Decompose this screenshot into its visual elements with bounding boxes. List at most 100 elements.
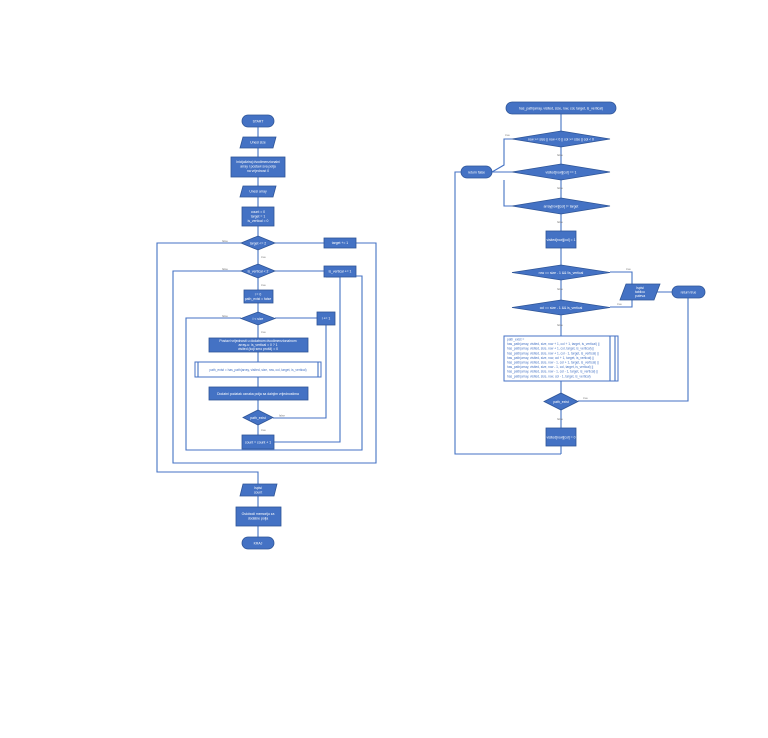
path-decision-label: path_exist	[250, 416, 266, 420]
path-decision	[242, 409, 274, 426]
return-true-terminal	[671, 285, 706, 299]
connector	[454, 171, 561, 455]
output-paths-io	[619, 283, 661, 301]
end-terminal	[241, 536, 275, 550]
output-count-line: Ispisi	[254, 486, 262, 490]
branch-label-false: false	[557, 417, 563, 421]
inc-target-label: target += 1	[332, 241, 349, 245]
set-visited-process	[545, 230, 577, 249]
free-memory-process	[235, 506, 282, 527]
connector	[610, 271, 633, 284]
recursive-calls-box	[503, 335, 619, 382]
branch-label-false: false	[557, 220, 563, 224]
path-exist-decision	[543, 392, 579, 411]
start-terminal	[241, 114, 275, 128]
connector	[172, 242, 377, 464]
connector	[610, 300, 633, 308]
branch-label-false: false	[222, 314, 228, 318]
unset-visited-process	[545, 427, 577, 447]
return-false-terminal	[460, 165, 493, 179]
col-end-label: col == size - 1 && is_vertical	[540, 306, 583, 310]
branch-label-true: true	[261, 330, 266, 334]
set-visited-label: visited[row][col] = 1	[547, 238, 576, 242]
target-mismatch-decision	[511, 197, 611, 215]
init-loop-process	[243, 289, 274, 304]
inc-count-label: count = count + 1	[245, 440, 271, 444]
recursive-call-line: has_path(array, visited, size, row + 1, …	[507, 351, 599, 355]
input-array-io	[239, 185, 277, 198]
branch-label-false: false	[557, 153, 563, 157]
call-subroutine-label: path_exist = has_path(array, visited, si…	[209, 368, 306, 372]
branch-label-true: true	[261, 428, 266, 432]
branch-label-true: true	[505, 133, 510, 137]
bounds-decision	[511, 130, 611, 148]
vertical-decision-label: is_vertical < 2	[248, 269, 269, 273]
recursive-call-line: has_path(array, visited, size, row, col …	[507, 356, 594, 360]
branch-label-true: true	[261, 283, 266, 287]
row-end-label: row == size - 1 && !is_vertical	[539, 271, 584, 275]
call-subroutine	[194, 361, 322, 378]
vertical-decision	[239, 263, 277, 279]
target-mismatch-label: array[row][col] != target	[544, 204, 579, 208]
branch-label-true: true	[261, 255, 266, 259]
reset-line: Postavi vrijednosti u dodatnom dvodimenz…	[219, 339, 296, 343]
connector	[578, 298, 689, 402]
init-array-process	[230, 156, 286, 178]
end-label: KRAJ	[254, 542, 263, 546]
recursive-call-line: path_exist =	[507, 338, 524, 342]
init-var-line: count = 0	[251, 210, 265, 214]
branch-label-false: false	[279, 414, 285, 418]
connector	[185, 275, 363, 451]
init-loop-line: path_exist = false	[245, 297, 272, 301]
col-end-decision	[511, 299, 611, 316]
branch-label-true: true	[583, 396, 588, 400]
branch-label-false: false	[222, 239, 228, 243]
init-array-line: na vrijednost 0	[247, 169, 269, 173]
note-process	[208, 386, 309, 401]
return-false-label: return false	[468, 170, 485, 174]
output-count-line: count	[254, 491, 262, 495]
reset-line: array-u: is_vertical = 0 ? 1	[238, 343, 277, 347]
i-decision	[239, 311, 277, 326]
row-end-decision	[511, 264, 611, 281]
inc-count-process	[241, 434, 275, 450]
output-paths-line: puteva	[635, 294, 645, 298]
reset-process	[208, 337, 309, 353]
left-flowchart: START Unesi size Inicijaliziraj dvodimen…	[156, 114, 377, 550]
init-loop-line: i = 0	[255, 293, 262, 297]
branch-label-true: true	[626, 267, 631, 271]
input-size-io	[239, 136, 277, 149]
unset-visited-label: visited[row][col] = 0	[547, 435, 576, 439]
output-paths-line: Ispisi	[636, 286, 644, 290]
branch-label-false: false	[222, 267, 228, 271]
has-path-start-label: has_path(array, visited, size, row, col,…	[519, 106, 603, 110]
return-true-label: return true	[681, 290, 697, 294]
init-vars-process	[241, 206, 275, 227]
start-label: START	[253, 120, 264, 124]
visited-decision-label: visited[row][col] == 1	[546, 170, 577, 174]
path-exist-label: path_exist	[553, 400, 569, 404]
inc-target-process	[323, 237, 357, 249]
branch-label-true: true	[617, 302, 622, 306]
init-var-line: is_vertical = 0	[248, 219, 269, 223]
recursive-calls-list: path_exist =has_path(array, visited, siz…	[507, 338, 600, 379]
recursive-call-line: has_path(array, visited, size, row - 1, …	[507, 361, 599, 365]
recursive-call-line: has_path(array, visited, size, row + 1, …	[507, 347, 594, 351]
recursive-call-line: has_path(array, visited, size, row + 1, …	[507, 342, 600, 346]
target-decision	[239, 235, 277, 251]
inc-vertical-process	[323, 265, 357, 278]
input-size-label: Unesi size	[250, 141, 266, 145]
init-array-line: array i postavi sva polja	[240, 165, 276, 169]
recursive-call-line: has_path(array, visited, size, row - 1, …	[507, 370, 598, 374]
connector	[273, 325, 327, 419]
branch-label-false: false	[557, 287, 563, 291]
init-var-line: target = 1	[251, 215, 266, 219]
inc-i-label: i += 1	[322, 317, 331, 321]
recursive-call-line: has_path(array, visited, size, row - 1, …	[507, 365, 593, 369]
reset-line: visited (koji smo prošli) = 0	[238, 347, 278, 351]
branch-label-false: false	[557, 186, 563, 190]
i-decision-label: i < size	[253, 317, 264, 321]
recursive-call-line: has_path(array, visited, size, row, col …	[507, 374, 591, 378]
input-array-label: Unesi array	[249, 190, 267, 194]
